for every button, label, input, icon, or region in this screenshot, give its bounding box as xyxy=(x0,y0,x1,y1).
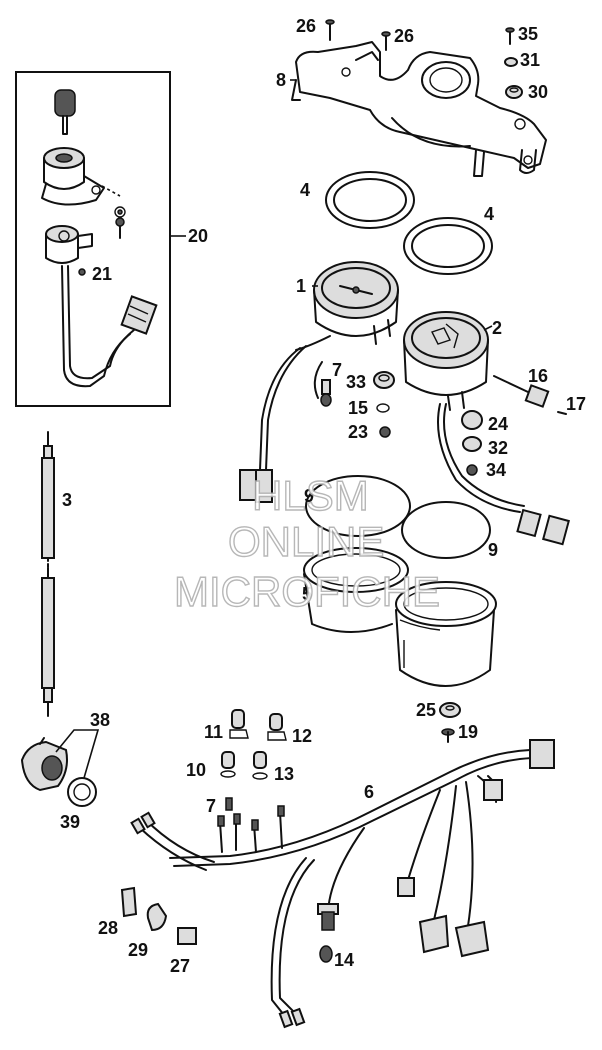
callout-15: 15 xyxy=(348,398,368,418)
ignition-connector xyxy=(120,295,158,335)
callout-26b: 26 xyxy=(394,26,414,46)
callout-12: 12 xyxy=(292,726,312,746)
ignition-key xyxy=(54,89,76,135)
callout-3: 3 xyxy=(62,490,72,510)
gasket-right xyxy=(401,501,491,559)
callout-13: 13 xyxy=(274,764,294,784)
callout-10: 10 xyxy=(186,760,206,780)
speedometer xyxy=(295,261,399,351)
callout-28: 28 xyxy=(98,918,118,938)
indicator-lamps xyxy=(220,709,287,780)
callout-7a: 7 xyxy=(332,360,342,380)
callout-2: 2 xyxy=(492,318,502,338)
callout-17: 17 xyxy=(566,394,586,414)
lower-instrument-housing xyxy=(303,547,497,687)
callout-30: 30 xyxy=(528,82,548,102)
watermark: HLSM ONLINE MICROFICHE xyxy=(173,471,440,615)
callout-39: 39 xyxy=(60,812,80,832)
callout-29: 29 xyxy=(128,940,148,960)
housing-fasteners xyxy=(439,702,461,743)
gasket-left xyxy=(305,475,411,537)
handlebar-switch-assembly xyxy=(20,729,100,807)
callout-9a: 9 xyxy=(304,486,314,506)
callout-6: 6 xyxy=(364,782,374,802)
ignition-switch-body xyxy=(41,147,105,206)
grommet-washer-nut-set xyxy=(373,371,395,438)
tach-mount-parts xyxy=(461,410,483,476)
callout-23: 23 xyxy=(348,422,368,442)
watermark-line-2: ONLINE xyxy=(228,518,384,565)
watermark-line-3: MICROFICHE xyxy=(174,568,440,615)
callout-26a: 26 xyxy=(296,16,316,36)
callout-27: 27 xyxy=(170,956,190,976)
indicator-bulb xyxy=(313,361,332,407)
callout-5: 5 xyxy=(302,584,312,604)
bezel-ring-left xyxy=(325,171,415,229)
callout-1: 1 xyxy=(296,276,306,296)
harness-connectors xyxy=(130,739,555,1029)
speedometer-cable xyxy=(41,431,55,717)
misc-small-parts xyxy=(120,886,333,963)
tachometer xyxy=(403,311,489,411)
callout-8: 8 xyxy=(276,70,286,90)
ignition-switch-box xyxy=(15,71,186,407)
callout-31: 31 xyxy=(520,50,540,70)
callout-14: 14 xyxy=(334,950,354,970)
callout-20: 20 xyxy=(188,226,208,246)
callout-4a: 4 xyxy=(300,180,310,200)
callout-4b: 4 xyxy=(484,204,494,224)
speedometer-connector xyxy=(239,469,273,503)
callout-11: 11 xyxy=(204,722,223,742)
callout-25: 25 xyxy=(416,700,436,720)
callout-16: 16 xyxy=(528,366,548,386)
instrument-cover-bracket xyxy=(291,41,547,177)
callout-32: 32 xyxy=(488,438,508,458)
callout-24: 24 xyxy=(488,414,508,434)
callout-labels: 26 26 35 31 30 8 4 4 1 2 7 33 15 23 16 1… xyxy=(60,16,586,976)
watermark-line-1: HLSM xyxy=(252,472,369,519)
callout-21: 21 xyxy=(92,264,112,284)
bezel-ring-right xyxy=(403,217,493,275)
callout-19: 19 xyxy=(458,722,478,742)
callout-35: 35 xyxy=(518,24,538,44)
callout-34: 34 xyxy=(486,460,506,480)
callout-9b: 9 xyxy=(488,540,498,560)
callout-33: 33 xyxy=(346,372,366,392)
ignition-switch-contact-unit xyxy=(45,225,93,264)
callout-7b: 7 xyxy=(206,796,216,816)
tachometer-connector xyxy=(516,508,570,546)
tach-sender xyxy=(493,375,567,415)
bracket-fasteners xyxy=(325,19,523,99)
wiring-harness xyxy=(139,749,533,1021)
callout-38: 38 xyxy=(90,710,110,730)
callout-leaders xyxy=(290,79,493,331)
